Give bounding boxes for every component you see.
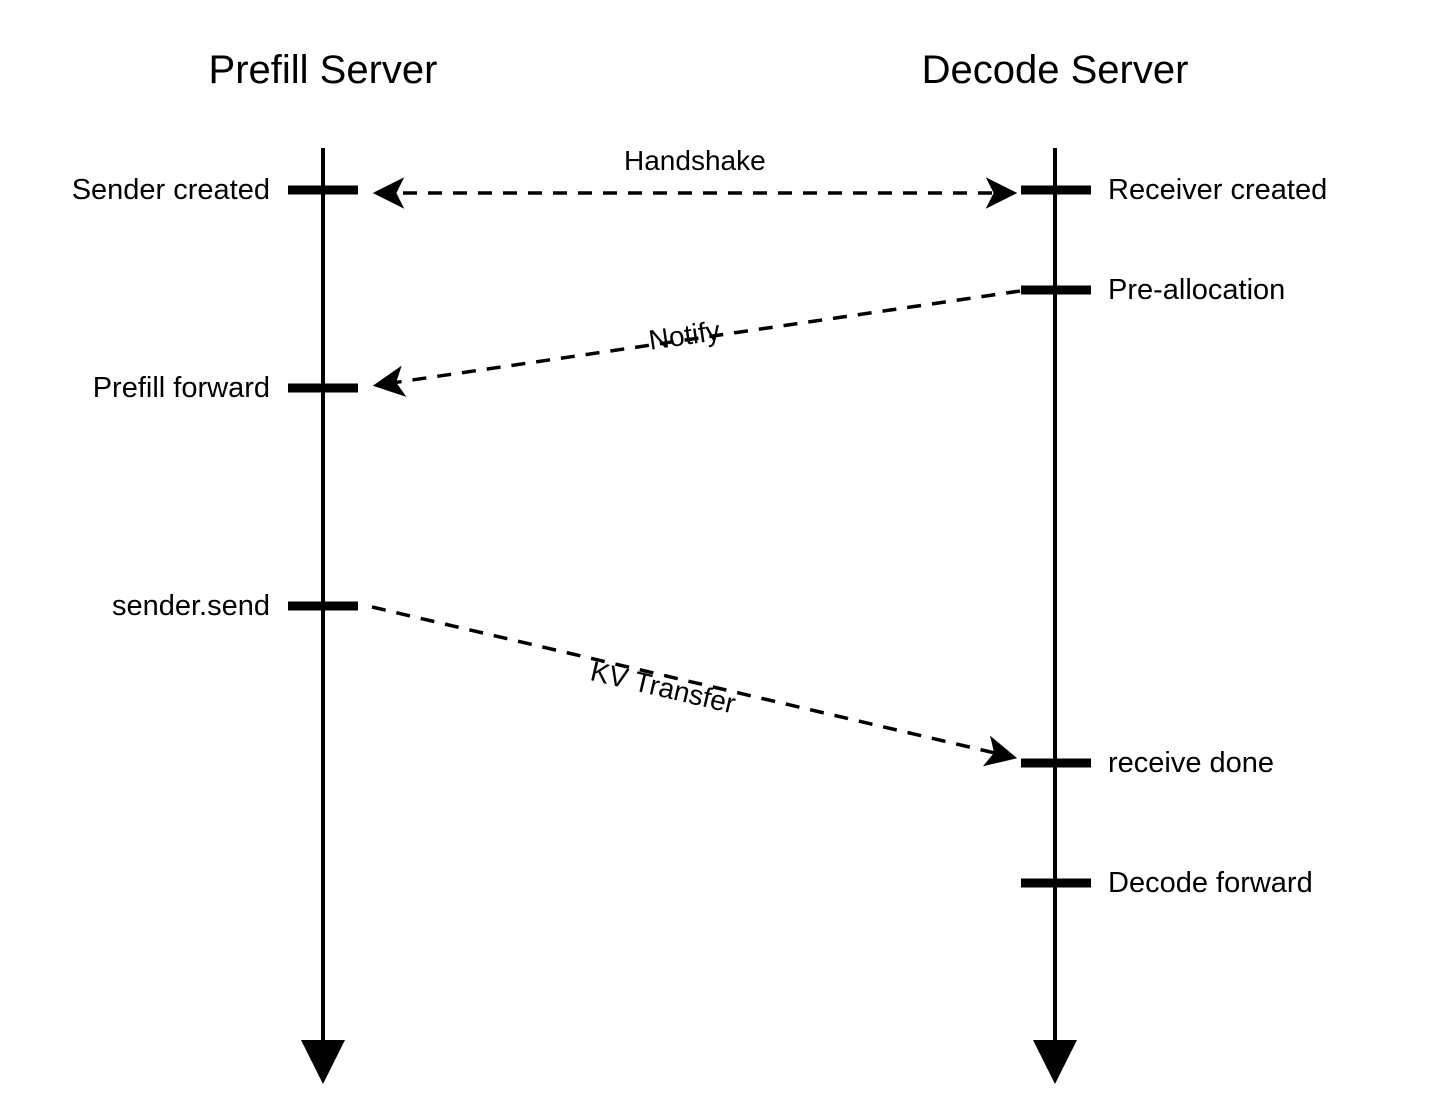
event-label-pre-allocation: Pre-allocation: [1108, 274, 1286, 306]
message-arrow-notify: [372, 289, 1021, 397]
lane-title-prefill-server: Prefill Server: [208, 48, 438, 92]
message-arrow-kv-transfer: [371, 605, 1018, 767]
event-label-decode-forward: Decode forward: [1108, 867, 1313, 899]
event-label-receive-done: receive done: [1108, 747, 1275, 779]
event-label-prefill-forward: Prefill forward: [92, 372, 270, 404]
lane-title-decode-server: Decode Server: [921, 48, 1189, 92]
message-label-handshake: Handshake: [624, 145, 766, 176]
event-label-sender-send: sender.send: [111, 590, 270, 622]
event-label-receiver-created: Receiver created: [1108, 174, 1328, 206]
event-label-sender-created: Sender created: [71, 174, 270, 206]
